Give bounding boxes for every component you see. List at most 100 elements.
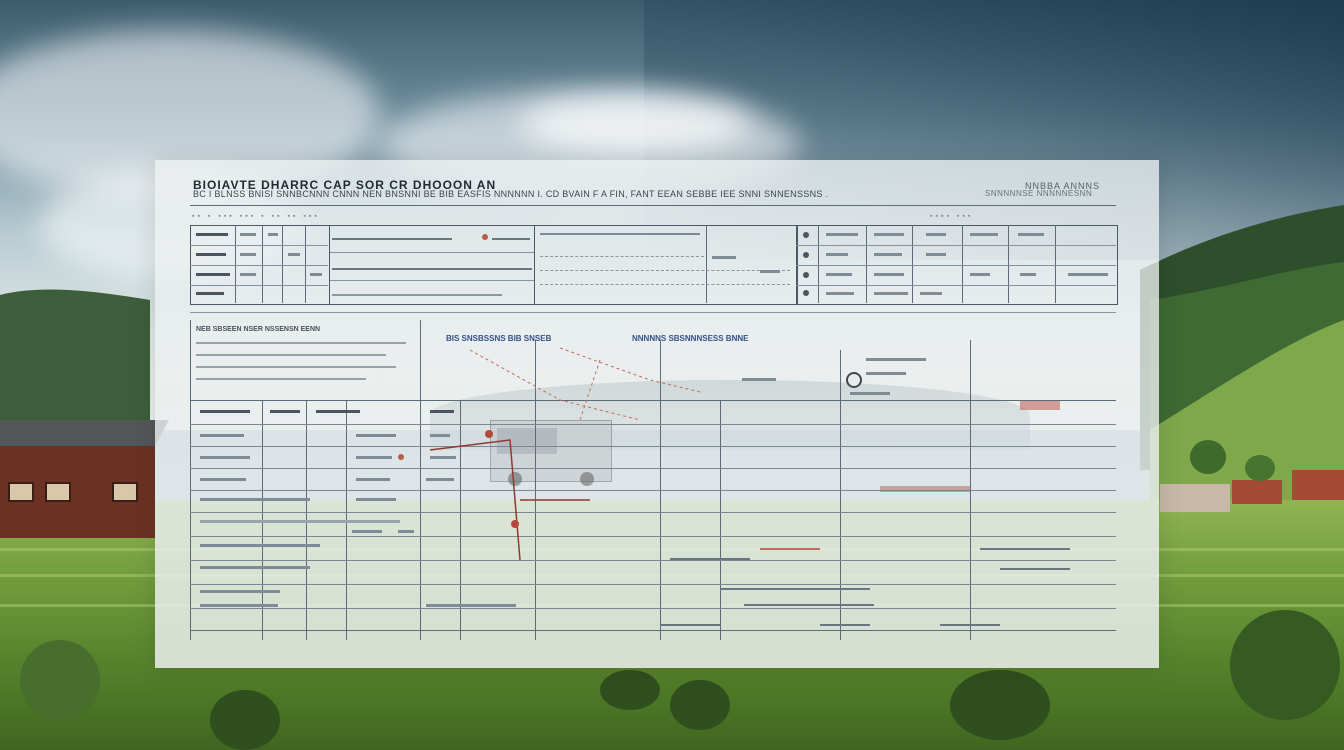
route-line bbox=[469, 347, 701, 421]
cell-text bbox=[826, 292, 854, 295]
header-rule bbox=[190, 205, 1116, 206]
cell-text bbox=[356, 434, 396, 437]
ghost-wheel bbox=[580, 472, 594, 486]
table-column-line bbox=[235, 225, 236, 303]
table-column-line bbox=[305, 225, 306, 303]
cell-text bbox=[826, 273, 852, 276]
red-bar bbox=[760, 548, 820, 550]
tree bbox=[670, 680, 730, 730]
barn-window bbox=[8, 482, 34, 502]
cell-text bbox=[200, 566, 310, 569]
cell-text bbox=[866, 372, 906, 375]
red-marker bbox=[511, 520, 519, 528]
note-line bbox=[196, 354, 386, 356]
cell-text bbox=[850, 392, 890, 395]
grid-left-border bbox=[190, 320, 191, 640]
cell-text bbox=[200, 544, 320, 547]
grid-row-line bbox=[190, 400, 1116, 401]
cell-text bbox=[826, 233, 858, 236]
grid-bottom-line bbox=[190, 630, 1116, 631]
table-column-line bbox=[1008, 225, 1009, 303]
cell-text bbox=[240, 233, 256, 236]
cell-text bbox=[356, 478, 390, 481]
cell-text bbox=[240, 253, 256, 256]
cell-text bbox=[200, 498, 310, 501]
grid-row-line bbox=[190, 446, 1116, 447]
barn-window bbox=[112, 482, 138, 502]
cloud bbox=[520, 95, 750, 155]
header-tick-labels: ▪▪ ▪ ▪▪▪ ▪▪▪ ▪ ▪▪ ▪▪ ▪▪▪ bbox=[192, 213, 320, 220]
tree bbox=[1230, 610, 1340, 720]
note-line bbox=[196, 378, 366, 380]
grid-column-line bbox=[420, 320, 421, 640]
table-row-line bbox=[796, 245, 1116, 246]
cell-text bbox=[398, 530, 414, 533]
cell-text bbox=[926, 233, 946, 236]
panel-rule bbox=[330, 252, 534, 253]
table-column-line bbox=[962, 225, 963, 303]
table-row-line bbox=[190, 245, 328, 246]
cell-text bbox=[288, 253, 300, 256]
panel-line bbox=[540, 233, 700, 235]
tree bbox=[1245, 455, 1275, 481]
dashed-line bbox=[540, 270, 790, 271]
cell-text bbox=[352, 530, 382, 533]
cell-text bbox=[200, 410, 250, 413]
cell-text bbox=[200, 520, 400, 523]
note-line bbox=[196, 366, 396, 368]
panel-line bbox=[332, 294, 502, 296]
cell-text bbox=[200, 590, 280, 593]
cell-text bbox=[874, 253, 902, 256]
panel-line bbox=[492, 238, 530, 240]
cell-text bbox=[1018, 233, 1044, 236]
grid-row-line bbox=[190, 512, 1116, 513]
cell-text bbox=[200, 456, 250, 459]
grid-column-line bbox=[460, 400, 461, 640]
cell-text bbox=[356, 456, 392, 459]
cell-text bbox=[970, 233, 998, 236]
cell-text bbox=[430, 434, 450, 437]
translucent-document-board bbox=[155, 160, 1159, 668]
grid-row-line bbox=[190, 560, 1116, 561]
ghost-structure bbox=[429, 439, 590, 561]
section-heading-mid: BIS SNSBSSNS BIB SNSEB bbox=[446, 334, 552, 343]
board-top-right-label: NNBBA ANNNS bbox=[1025, 181, 1101, 191]
board-title: BIOIAVTE DHARRC CAP SOR CR DHOOON AN bbox=[193, 178, 497, 192]
cell-text bbox=[742, 378, 776, 381]
red-marker bbox=[398, 454, 404, 460]
cell-text bbox=[430, 456, 456, 459]
table-column-line bbox=[1055, 225, 1056, 303]
board-haze bbox=[155, 300, 1159, 668]
tree bbox=[950, 670, 1050, 740]
ghost-red-roof bbox=[1020, 400, 1060, 410]
grid-row-line bbox=[190, 536, 1116, 537]
table-column-line bbox=[262, 225, 263, 303]
cell-text bbox=[866, 358, 926, 361]
grid-stripe bbox=[1000, 568, 1070, 570]
panel-rule bbox=[330, 280, 534, 281]
section-rule bbox=[190, 312, 1116, 313]
cell-text bbox=[200, 434, 244, 437]
note-line bbox=[196, 342, 406, 344]
cell-text bbox=[270, 410, 300, 413]
grid-row-line bbox=[190, 468, 1116, 469]
table-column-line bbox=[912, 225, 913, 303]
cell-text bbox=[426, 478, 454, 481]
panel-label bbox=[712, 256, 736, 259]
section-heading-right: NNNNNS SBSNNNSESS BNNE bbox=[632, 334, 749, 343]
cell-text bbox=[874, 233, 904, 236]
cell-text bbox=[356, 498, 396, 501]
table-column-line bbox=[282, 225, 283, 303]
grid-stripe bbox=[980, 548, 1070, 550]
board-top-right-sublabel: SNNNNNSE NNNNNESNN bbox=[985, 189, 1093, 198]
panel-line bbox=[332, 238, 452, 240]
cell-text bbox=[970, 273, 990, 276]
table-row-line bbox=[190, 285, 328, 286]
shed bbox=[1232, 480, 1282, 504]
ghost-wheel bbox=[508, 472, 522, 486]
grid-row-line bbox=[190, 424, 1116, 425]
table-row-line bbox=[190, 265, 328, 266]
grid-stripe bbox=[940, 624, 1000, 626]
cell-text bbox=[920, 292, 942, 295]
grid-stripe bbox=[720, 588, 870, 590]
